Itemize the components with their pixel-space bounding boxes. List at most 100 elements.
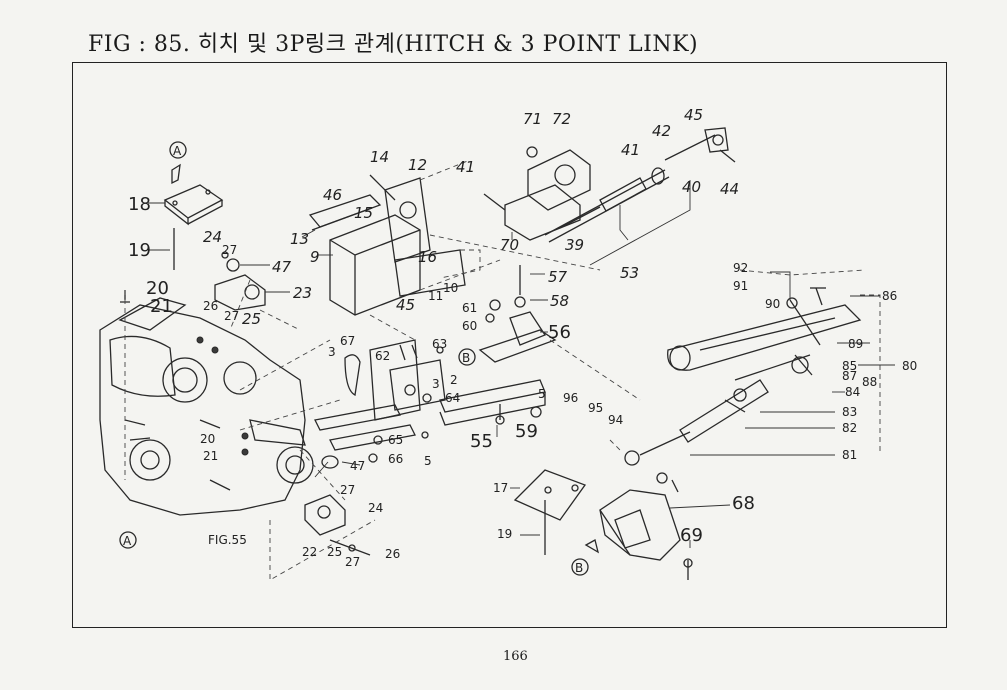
- callout-57: 57: [548, 268, 568, 286]
- callout-85: 85: [842, 359, 857, 373]
- callout-87: 87: [842, 369, 857, 383]
- callout-26: 26: [385, 547, 400, 561]
- callout-58: 58: [550, 292, 569, 310]
- callout-3: 3: [432, 377, 440, 391]
- ref-b-bottom: B: [571, 558, 589, 576]
- ref-a-top: A: [169, 141, 187, 159]
- callout-21: 21: [150, 296, 173, 317]
- callout-53: 53: [620, 264, 639, 282]
- callout-14: 14: [370, 148, 389, 166]
- callout-26: 26: [203, 299, 218, 313]
- callout-16: 16: [418, 248, 437, 266]
- callout-47: 47: [272, 258, 292, 276]
- callout-45: 45: [684, 106, 703, 124]
- svg-text:B: B: [462, 351, 470, 365]
- fig-reference-label: FIG.55: [208, 533, 247, 547]
- callout-60: 60: [462, 319, 477, 333]
- callout-41: 41: [456, 158, 475, 176]
- callout-89: 89: [848, 337, 863, 351]
- callout-20: 20: [146, 278, 169, 299]
- callout-47: 47: [350, 459, 365, 473]
- callout-71: 71: [523, 110, 542, 128]
- drawbar-plates: [439, 265, 557, 426]
- callout-3: 3: [328, 345, 336, 359]
- callout-96: 96: [563, 391, 578, 405]
- bottom-pin-bracket: [304, 455, 371, 556]
- part-17-cover: [510, 469, 587, 555]
- callout-20: 20: [200, 432, 215, 446]
- callout-72: 72: [552, 110, 571, 128]
- callout-46: 46: [323, 186, 342, 204]
- callout-27: 27: [345, 555, 360, 569]
- callout-91: 91: [733, 279, 748, 293]
- callout-24: 24: [203, 228, 222, 246]
- callout-25: 25: [327, 545, 342, 559]
- callout-40: 40: [682, 178, 701, 196]
- lift-rod: [624, 354, 813, 493]
- center-bracket: [314, 339, 446, 463]
- callout-2: 2: [450, 373, 458, 387]
- callout-15: 15: [354, 204, 373, 222]
- callout-67: 67: [340, 334, 355, 348]
- callout-56: 56: [548, 322, 571, 343]
- callout-86: 86: [882, 289, 897, 303]
- callout-61: 61: [462, 301, 477, 315]
- callout-55: 55: [470, 431, 493, 452]
- svg-text:A: A: [173, 144, 182, 158]
- part-68-cover: [584, 489, 731, 580]
- callout-69: 69: [680, 525, 703, 546]
- callout-labels: 71 72 45 42 41 14 12 41 40 44 18 46 15 7…: [128, 106, 917, 569]
- callout-80: 80: [902, 359, 917, 373]
- callout-27: 27: [340, 483, 355, 497]
- upper-link-bracket: [483, 146, 591, 241]
- callout-62: 62: [375, 349, 390, 363]
- lower-link-arm: [667, 287, 862, 371]
- callout-45: 45: [396, 296, 415, 314]
- callout-27: 27: [224, 309, 239, 323]
- callout-92: 92: [733, 261, 748, 275]
- callout-81: 81: [842, 448, 857, 462]
- callout-95: 95: [588, 401, 603, 415]
- svg-text:B: B: [575, 561, 583, 575]
- assembly-lines: [124, 159, 881, 581]
- callout-59: 59: [515, 421, 538, 442]
- callout-10: 10: [443, 281, 458, 295]
- diagram-frame: [72, 62, 947, 628]
- callout-21: 21: [203, 449, 218, 463]
- ref-a-bottom: A: [119, 531, 137, 549]
- callout-70: 70: [500, 236, 519, 254]
- callout-25: 25: [242, 310, 261, 328]
- callout-9: 9: [310, 248, 320, 266]
- callout-23: 23: [293, 284, 312, 302]
- transmission-housing: [99, 297, 314, 516]
- page-number: 166: [503, 649, 528, 664]
- callout-42: 42: [652, 122, 671, 140]
- callout-11: 11: [428, 289, 443, 303]
- callout-84: 84: [845, 385, 860, 399]
- top-link-rod: [544, 127, 736, 266]
- callout-83: 83: [842, 405, 857, 419]
- callout-41: 41: [621, 141, 640, 159]
- callout-65: 65: [388, 433, 403, 447]
- callout-24: 24: [368, 501, 383, 515]
- callout-82: 82: [842, 421, 857, 435]
- callout-22: 22: [302, 545, 317, 559]
- callout-5: 5: [538, 387, 546, 401]
- callout-90: 90: [765, 297, 780, 311]
- callout-17: 17: [493, 481, 508, 495]
- ref-b-mid: B: [458, 348, 476, 366]
- figure-title: FIG : 85. 히치 및 3P링크 관계(HITCH & 3 POINT L…: [88, 32, 699, 57]
- callout-19: 19: [128, 240, 151, 261]
- svg-text:A: A: [123, 534, 132, 548]
- callout-94: 94: [608, 413, 623, 427]
- callout-68: 68: [732, 493, 755, 514]
- callout-88: 88: [862, 375, 877, 389]
- part-18-plate: [148, 163, 224, 270]
- callout-12: 12: [408, 156, 427, 174]
- leader-lines: [314, 205, 895, 548]
- callout-18: 18: [128, 194, 151, 215]
- callout-13: 13: [290, 230, 309, 248]
- callout-19: 19: [497, 527, 512, 541]
- callout-27: 27: [222, 243, 237, 257]
